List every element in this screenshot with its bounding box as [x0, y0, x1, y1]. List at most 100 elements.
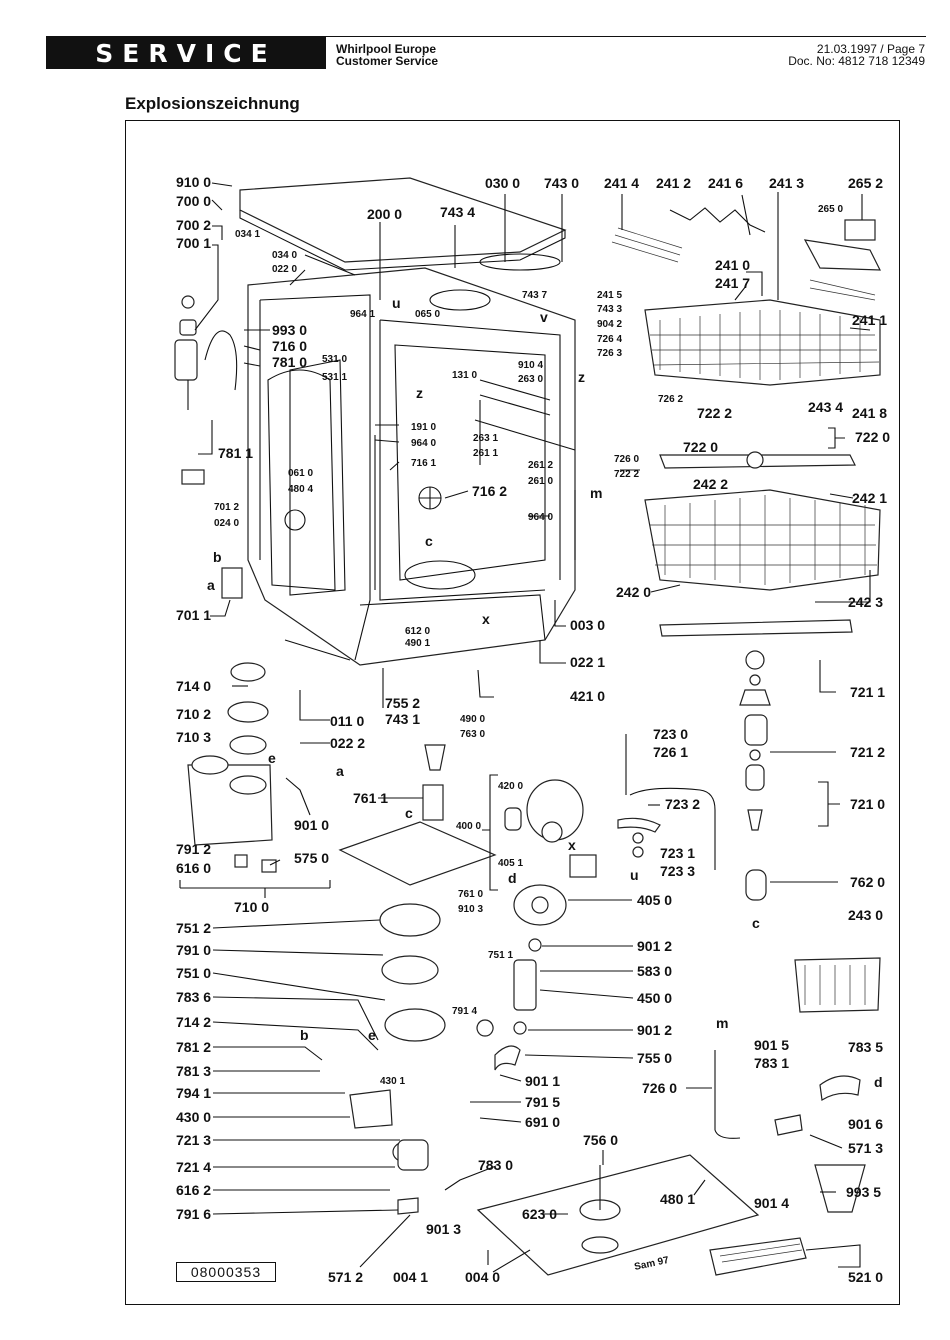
part-label: 910 4: [518, 360, 543, 371]
part-label: 794 1: [176, 1085, 211, 1101]
part-label: 623 0: [522, 1206, 557, 1222]
part-label: 743 4: [440, 204, 475, 220]
part-label: 131 0: [452, 370, 477, 381]
part-label: 964 1: [350, 309, 375, 320]
letter-mark-e: e: [268, 750, 276, 766]
part-label: 612 0: [405, 626, 430, 637]
part-label: 242 0: [616, 584, 651, 600]
part-label: 480 4: [288, 484, 313, 495]
part-label: 901 2: [637, 938, 672, 954]
group-brackets: [179, 427, 845, 898]
part-label: 583 0: [637, 963, 672, 979]
part-label: 490 0: [460, 714, 485, 725]
part-label: 722 2: [614, 469, 639, 480]
part-label: 791 2: [176, 841, 211, 857]
page-title: Explosionszeichnung: [125, 94, 300, 113]
drawing-frame: [125, 120, 900, 1305]
letter-mark-v: v: [540, 309, 548, 325]
part-label: 241 4: [604, 175, 639, 191]
part-label: 241 6: [708, 175, 743, 191]
part-label: 761 1: [353, 790, 388, 806]
part-label: 716 1: [411, 458, 436, 469]
letter-mark-u: u: [392, 295, 401, 311]
part-label: 265 2: [848, 175, 883, 191]
part-label: 430 1: [380, 1076, 405, 1087]
part-label: 993 0: [272, 322, 307, 338]
letter-mark-b: b: [213, 549, 222, 565]
letter-mark-x: x: [568, 837, 576, 853]
part-label: 781 3: [176, 1063, 211, 1079]
part-label: 751 0: [176, 965, 211, 981]
part-label: 721 2: [850, 744, 885, 760]
part-label: 575 0: [294, 850, 329, 866]
part-label: 616 2: [176, 1182, 211, 1198]
part-label: 490 1: [405, 638, 430, 649]
doc-meta: 21.03.1997 / Page 7 Doc. No: 4812 718 12…: [788, 43, 925, 67]
reference-number: 08000353: [176, 1262, 276, 1282]
part-label: 531 1: [322, 372, 347, 383]
header-rule: [46, 36, 926, 37]
part-label: 722 0: [855, 429, 890, 445]
right-column-parts: [617, 650, 881, 1013]
part-label: 480 1: [660, 1191, 695, 1207]
part-label: 405 0: [637, 892, 672, 908]
part-label: 763 0: [460, 729, 485, 740]
part-label: 714 2: [176, 1014, 211, 1030]
part-label: 755 0: [637, 1050, 672, 1066]
part-label: 024 0: [214, 518, 239, 529]
part-label: 901 2: [637, 1022, 672, 1038]
part-label: 430 0: [176, 1109, 211, 1125]
part-label: 964 0: [411, 438, 436, 449]
part-label: 721 3: [176, 1132, 211, 1148]
part-label: 756 0: [583, 1132, 618, 1148]
part-label: 901 3: [426, 1221, 461, 1237]
part-label: 751 1: [488, 950, 513, 961]
part-label: 726 1: [653, 744, 688, 760]
letter-mark-c: c: [405, 805, 413, 821]
part-label: 791 0: [176, 942, 211, 958]
letter-marks: b a c c c a e e d d b u x x z z m m v u: [207, 295, 883, 1090]
part-label: 726 2: [658, 394, 683, 405]
part-label: 200 0: [367, 206, 402, 222]
part-label: 751 2: [176, 920, 211, 936]
part-label: 701 1: [176, 607, 211, 623]
part-label: 791 6: [176, 1206, 211, 1222]
letter-mark-a: a: [336, 763, 344, 779]
part-label: 022 1: [570, 654, 605, 670]
part-label: 261 1: [473, 448, 498, 459]
part-label: 022 2: [330, 735, 365, 751]
part-label: 061 0: [288, 468, 313, 479]
part-label: 242 3: [848, 594, 883, 610]
letter-mark-e: e: [368, 1027, 376, 1043]
part-label: 243 0: [848, 907, 883, 923]
letter-mark-m: m: [716, 1015, 728, 1031]
part-label: 726 4: [597, 334, 622, 345]
letter-mark-u: u: [630, 867, 639, 883]
baskets: [611, 207, 881, 637]
part-labels: 910 0 700 0 700 2 700 1 034 1 200 0 743 …: [176, 174, 890, 1285]
letter-mark-b: b: [300, 1027, 309, 1043]
part-label: 714 0: [176, 678, 211, 694]
part-label: 781 0: [272, 354, 307, 370]
part-label: 743 1: [385, 711, 420, 727]
part-label: 241 7: [715, 275, 750, 291]
part-label: 716 0: [272, 338, 307, 354]
part-label: 011 0: [330, 713, 364, 729]
letter-mark-z: z: [416, 385, 423, 401]
part-label: 901 5: [754, 1037, 789, 1053]
part-label: 964 0: [528, 512, 553, 523]
part-label: 450 0: [637, 990, 672, 1006]
part-label: 004 1: [393, 1269, 428, 1285]
part-label: 910 0: [176, 174, 211, 190]
part-label: 034 0: [272, 250, 297, 261]
part-label: 721 0: [850, 796, 885, 812]
part-label: 242 2: [693, 476, 728, 492]
letter-mark-c: c: [752, 915, 760, 931]
part-label: 003 0: [570, 617, 605, 633]
part-label: 691 0: [525, 1114, 560, 1130]
letter-mark-a: a: [207, 577, 215, 593]
part-label: 783 5: [848, 1039, 883, 1055]
part-label: 241 0: [715, 257, 750, 273]
part-label: 762 0: [850, 874, 885, 890]
part-label: 265 0: [818, 204, 843, 215]
